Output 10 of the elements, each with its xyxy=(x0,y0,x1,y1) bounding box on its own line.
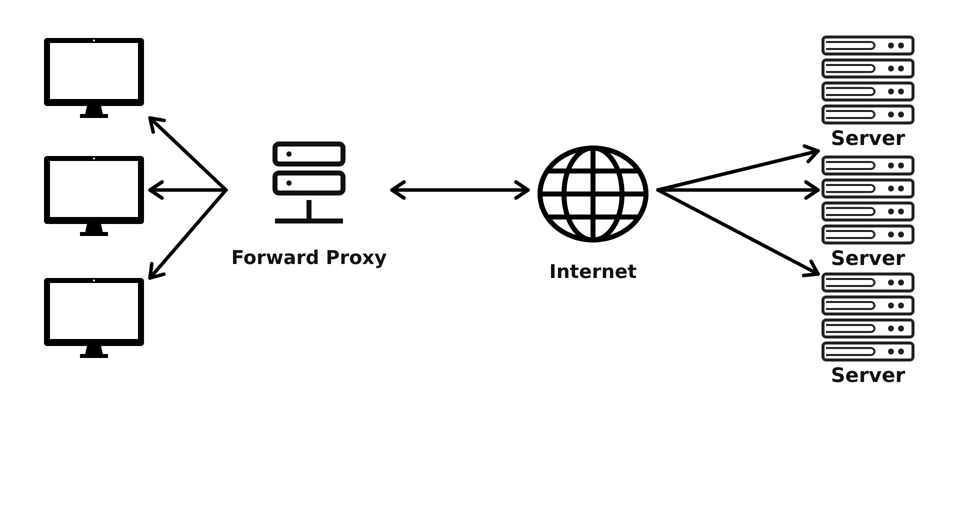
node-label: Internet xyxy=(549,262,637,283)
arrow xyxy=(148,180,228,200)
node-label: Forward Proxy xyxy=(231,248,387,269)
arrow xyxy=(656,180,820,200)
node-label: Server xyxy=(830,247,906,269)
node-label: Server xyxy=(830,364,906,386)
arrow xyxy=(656,188,820,278)
arrow xyxy=(148,188,228,280)
arrow xyxy=(390,180,530,200)
node-label: Server xyxy=(830,127,906,149)
